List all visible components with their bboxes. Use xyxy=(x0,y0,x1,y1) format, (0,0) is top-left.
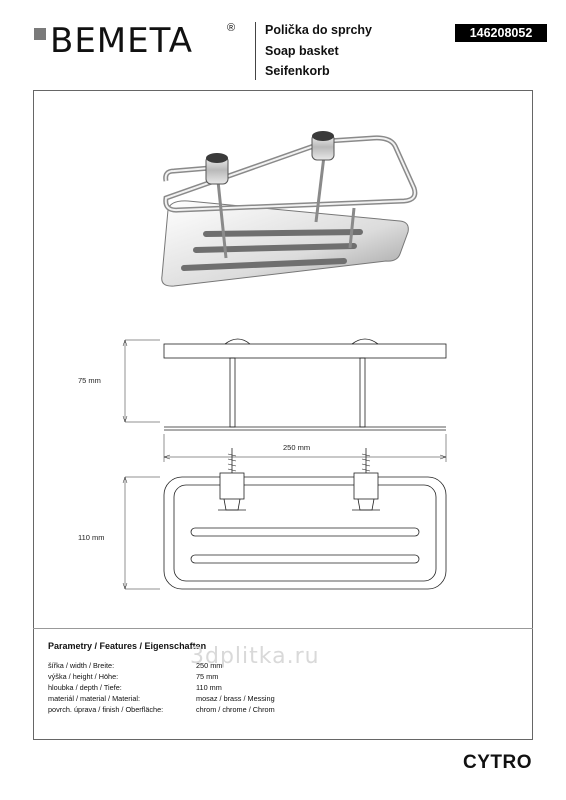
title-english: Soap basket xyxy=(265,43,339,58)
param-value: 250 mm xyxy=(196,661,223,670)
param-row-width: šířka / width / Breite: 250 mm xyxy=(48,660,275,671)
watermark: 3dplitka.ru xyxy=(190,644,320,669)
param-label: materiál / material / Material: xyxy=(48,694,141,703)
param-value: mosaz / brass / Messing xyxy=(196,694,275,703)
title-czech: Polička do sprchy xyxy=(265,23,372,37)
logo-square-mark xyxy=(34,28,46,40)
brand-name: BEMETA xyxy=(50,21,194,61)
dimension-depth: 110 mm xyxy=(78,533,105,542)
param-value: chrom / chrome / Chrom xyxy=(196,705,275,714)
product-code: 146208052 xyxy=(455,24,547,42)
param-row-finish: povrch. úprava / finish / Oberfläche: ch… xyxy=(48,704,275,715)
model-name: CYTRO xyxy=(463,752,532,773)
param-value: 110 mm xyxy=(196,683,222,692)
technical-drawing: 75 mm 250 mm 110 mm xyxy=(78,338,447,590)
registered-mark: ® xyxy=(227,22,236,34)
param-label: výška / height / Höhe: xyxy=(48,672,119,681)
param-value: 75 mm xyxy=(196,672,219,681)
title-german: Seifenkorb xyxy=(265,64,330,78)
param-row-depth: hloubka / depth / Tiefe: 110 mm xyxy=(48,682,275,693)
dimension-width: 250 mm xyxy=(283,443,310,452)
parameters-list: šířka / width / Breite: 250 mm výška / h… xyxy=(48,660,275,715)
dimension-height: 75 mm xyxy=(78,376,101,385)
side-view-top-bar xyxy=(163,343,447,359)
header-divider xyxy=(255,22,256,80)
top-view-outer xyxy=(163,476,447,590)
product-titles: Polička do sprchy Soap basket Seifenkorb xyxy=(265,20,372,82)
param-row-material: materiál / material / Material: mosaz / … xyxy=(48,693,275,704)
brand-logo: BEMETA ® xyxy=(34,22,244,60)
section-divider xyxy=(33,628,533,629)
param-label: hloubka / depth / Tiefe: xyxy=(48,683,122,692)
param-row-height: výška / height / Höhe: 75 mm xyxy=(48,671,275,682)
parameters-heading: Parametry / Features / Eigenschaften xyxy=(48,641,207,651)
param-label: šířka / width / Breite: xyxy=(48,661,115,670)
top-view-inner xyxy=(173,484,437,582)
drawing-frame xyxy=(33,90,533,740)
product-illustration xyxy=(161,131,418,287)
param-label: povrch. úprava / finish / Oberfläche: xyxy=(48,705,164,714)
